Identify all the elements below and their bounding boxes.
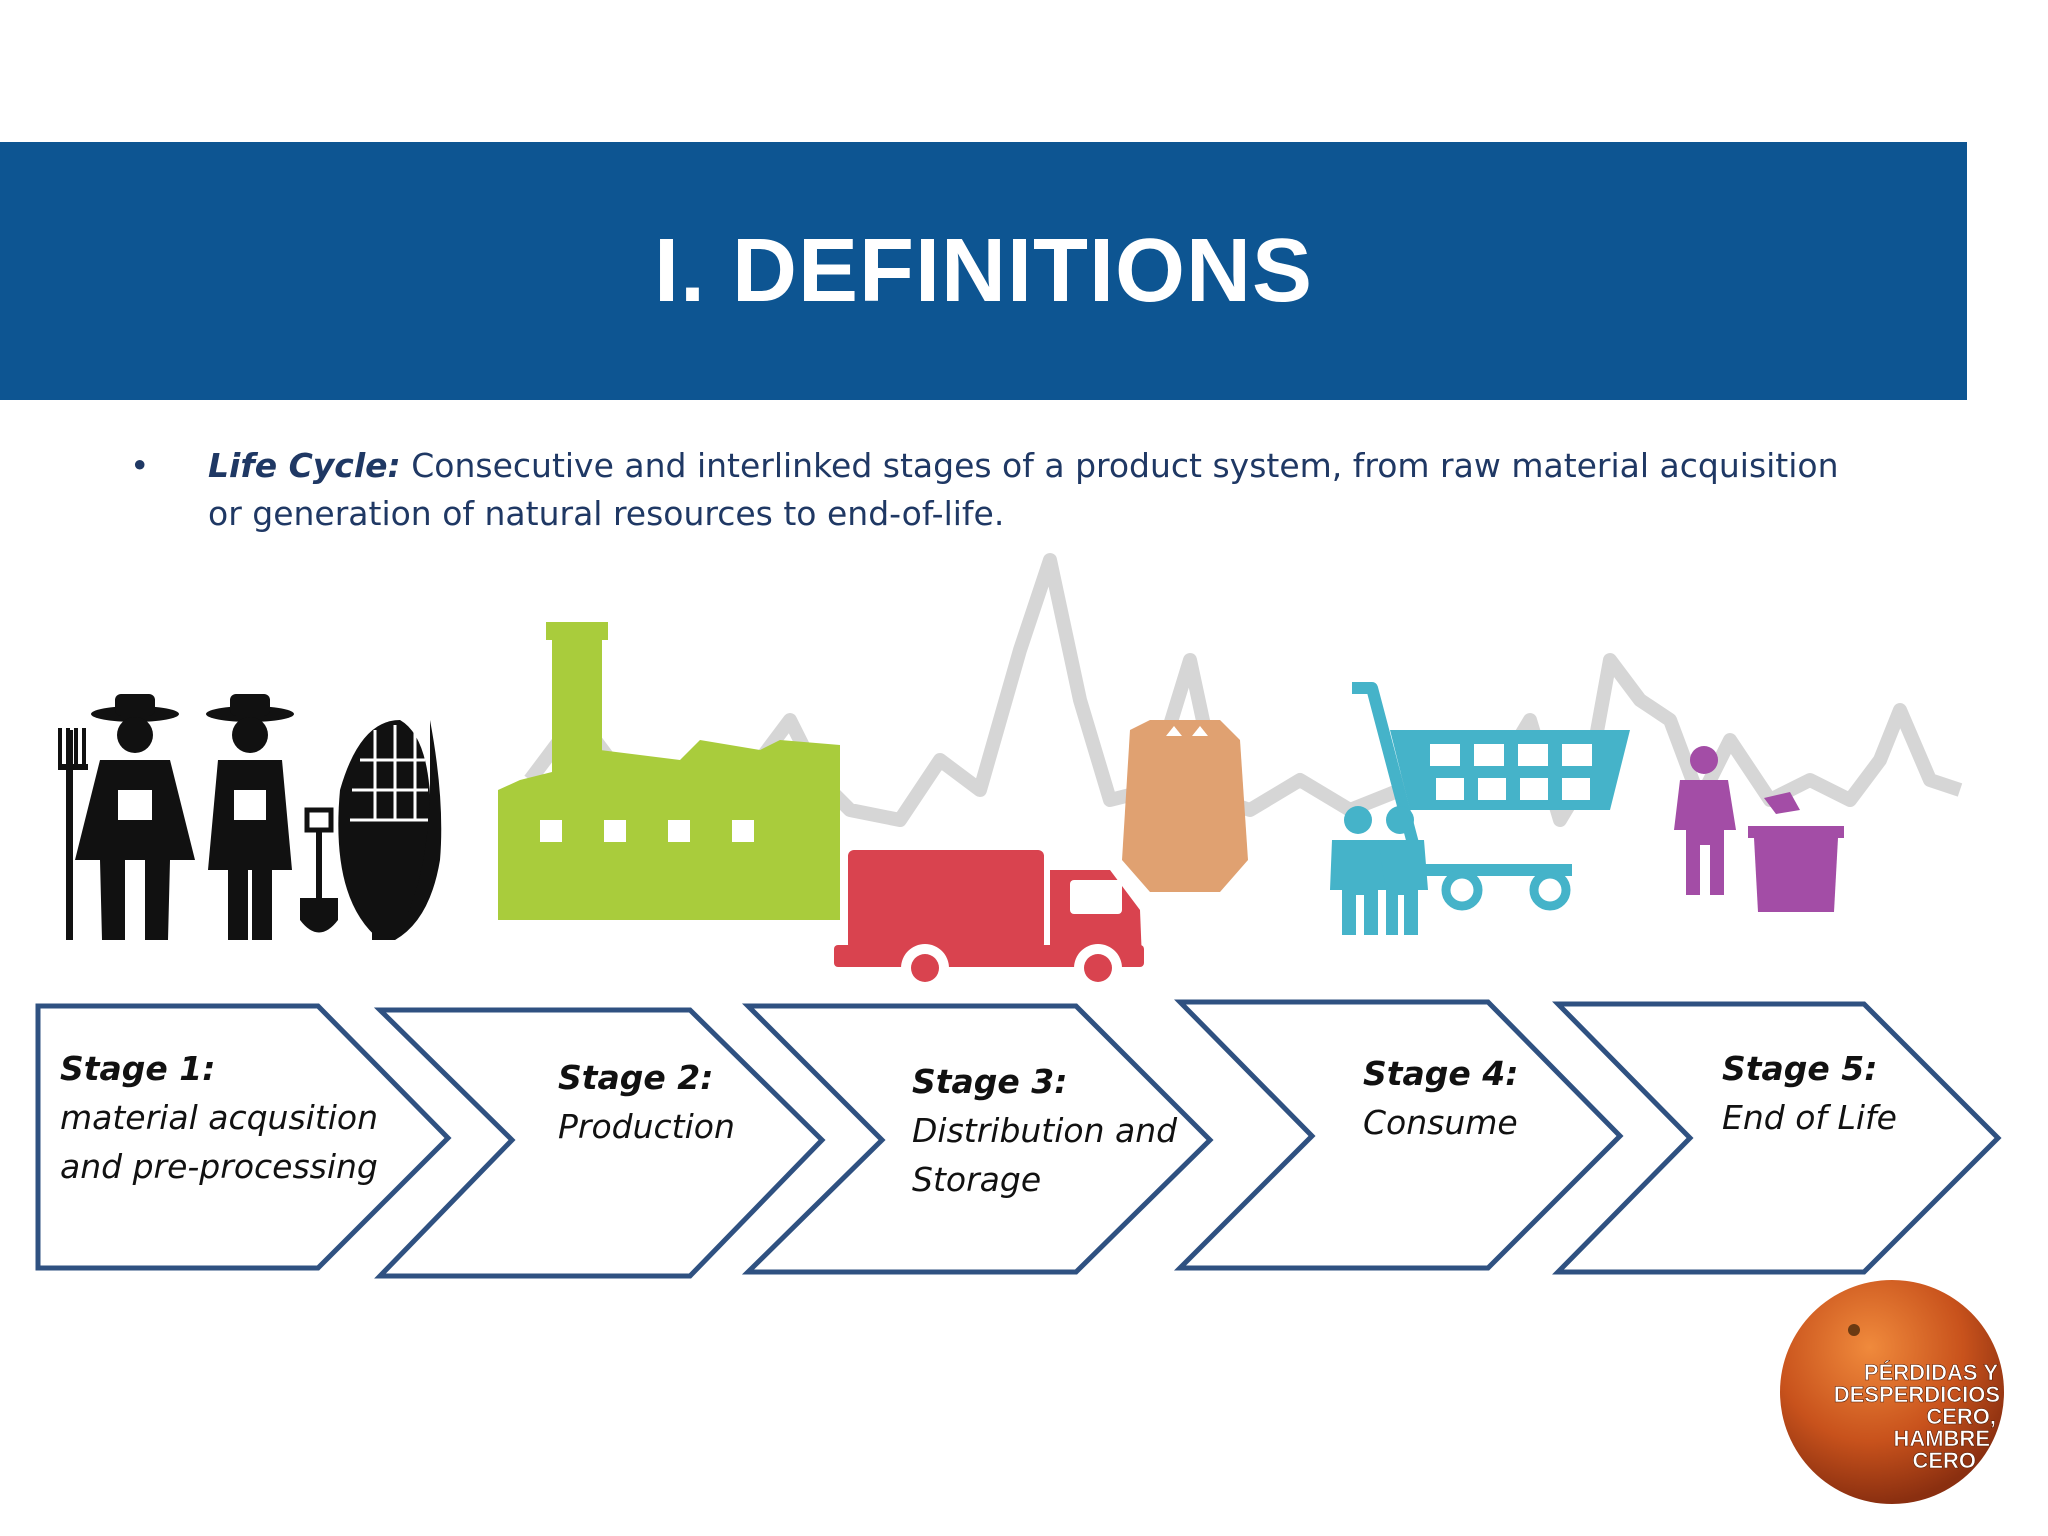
- stage-2-chevron: [373, 1007, 826, 1279]
- stage-4-label: Stage 4: Consume: [1363, 1049, 1518, 1147]
- stage-description: material acqusition: [60, 1098, 379, 1137]
- stage-heading: Stage 4:: [1363, 1054, 1519, 1093]
- factory-icon: [498, 622, 840, 920]
- definition-term: Life Cycle:: [208, 446, 401, 485]
- stage-chevrons: [35, 999, 2002, 1279]
- logo-line-4: HAMBRE: [1893, 1426, 1990, 1451]
- logo-line-3: CERO,: [1926, 1404, 1996, 1429]
- stage-heading: Stage 1:: [60, 1049, 216, 1088]
- delivery-truck-icon: [834, 850, 1144, 992]
- family-icon: [1330, 806, 1428, 935]
- person-waste-bin-icon: [1674, 746, 1844, 912]
- stage-3-chevron: [741, 1003, 1214, 1275]
- stage-1-chevron: [35, 1003, 452, 1271]
- stage-description: Production: [558, 1107, 735, 1146]
- stage-heading: Stage 5:: [1722, 1049, 1878, 1088]
- corn-icon: [338, 720, 442, 940]
- stage-1-label: Stage 1: material acqusition and pre-pro…: [60, 1044, 378, 1191]
- logo-line-1: PÉRDIDAS Y: [1864, 1360, 1998, 1385]
- stage-description: and pre-processing: [60, 1147, 378, 1186]
- stage-heading: Stage 3:: [912, 1062, 1068, 1101]
- stage-description: Storage: [912, 1160, 1042, 1199]
- life-cycle-illustration: [58, 553, 1963, 992]
- stage-heading: Stage 2:: [558, 1058, 714, 1097]
- stage-4-chevron: [1173, 999, 1624, 1271]
- stage-description: Consume: [1363, 1103, 1518, 1142]
- definition-text: Life Cycle: Consecutive and interlinked …: [208, 442, 1868, 538]
- page-title: I. DEFINITIONS: [653, 220, 1314, 321]
- farmer-icon: [58, 694, 195, 940]
- farmer-icon: [206, 694, 294, 940]
- stage-3-label: Stage 3: Distribution and Storage: [912, 1057, 1177, 1204]
- logo-line-2: DESPERDICIOS: [1834, 1382, 2000, 1407]
- title-banner: [0, 142, 1967, 400]
- shovel-icon: [300, 807, 338, 933]
- stage-5-label: Stage 5: End of Life: [1722, 1044, 1897, 1142]
- bullet-point: •: [130, 446, 150, 485]
- definition-body: Consecutive and interlinked stages of a …: [208, 446, 1839, 533]
- stage-description: Distribution and: [912, 1111, 1178, 1150]
- logo-line-5: CERO: [1912, 1448, 1976, 1473]
- shopping-cart-icon: [1352, 682, 1630, 911]
- stage-5-chevron: [1552, 1001, 2002, 1275]
- stage-2-label: Stage 2: Production: [558, 1053, 735, 1151]
- perdidas-desperdicios-logo: PÉRDIDAS Y DESPERDICIOS CERO, HAMBRE CER…: [1780, 1280, 2004, 1504]
- stage-description: End of Life: [1722, 1098, 1897, 1137]
- package-bag-icon: [1122, 720, 1248, 892]
